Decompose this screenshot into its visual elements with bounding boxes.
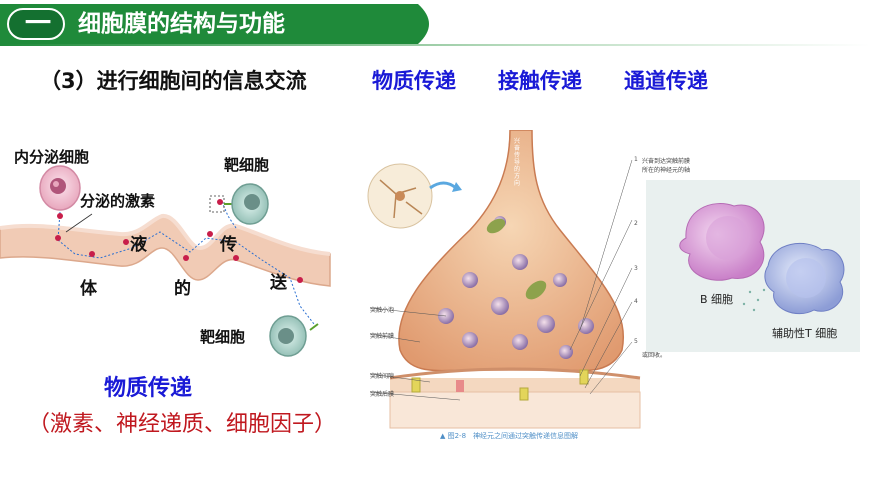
synapse-illustration (367, 130, 641, 429)
flow-char-3: 的 (174, 279, 191, 299)
way-contact: 接触传递 (498, 69, 582, 93)
step-number-1: 1 (634, 156, 638, 163)
neuron-inset (367, 163, 462, 229)
target-cell-top (209, 183, 269, 225)
flow-char-5: 送 (270, 273, 287, 293)
synapse-direction-text: 兴奋传导的方向 (514, 138, 521, 187)
hormone-transport-diagram (0, 165, 331, 357)
step-number-4: 4 (634, 298, 638, 305)
subtitle: （3）进行细胞间的信息交流 (40, 69, 307, 93)
flow-char-2: 液 (130, 235, 147, 255)
banner-divider (0, 44, 870, 46)
step-number-5: 5 (634, 338, 638, 345)
way-channel: 通道传递 (624, 69, 708, 93)
helper-t-cell (764, 242, 845, 315)
label-vesicle: 突触小泡 (370, 307, 395, 314)
step-number-3: 3 (634, 265, 638, 272)
step-number-2: 2 (634, 220, 638, 227)
label-postsynaptic-membrane: 突触后膜 (370, 391, 395, 398)
label-endocrine-cell: 内分泌细胞 (14, 148, 90, 166)
synapse-step1-b: 所在的神经元的轴 (642, 167, 691, 174)
label-secreted-hormone: 分泌的激素 (80, 192, 156, 210)
label-helper-t-cell: 辅助性T 细胞 (772, 327, 838, 340)
label-target-cell-bottom: 靶细胞 (200, 328, 246, 346)
way-substance: 物质传递 (372, 69, 456, 93)
presynaptic-terminal (398, 130, 624, 372)
flow-char-1: 体 (80, 279, 97, 299)
label-presynaptic-membrane: 突触前膜 (370, 333, 395, 340)
flow-char-4: 传 (220, 235, 237, 255)
target-cell-bottom (269, 315, 319, 357)
label-synaptic-cleft: 突触间隙 (370, 373, 395, 380)
section-number: 一 (24, 9, 51, 39)
label-target-cell-top: 靶细胞 (224, 156, 270, 174)
b-cell (679, 203, 765, 281)
section-title: 细胞膜的结构与功能 (78, 11, 285, 37)
section-banner (0, 4, 429, 44)
synapse-caption: ▲ 图2-8 神经元之间通过突触传递信息图解 (440, 432, 579, 440)
endocrine-cell (39, 165, 81, 211)
label-b-cell: B 细胞 (700, 293, 734, 306)
synapse-side-text: 或回收。 (642, 352, 667, 359)
synapse-step1-a: 兴奋到达突触前膜 (642, 158, 691, 165)
bottom-examples: （激素、神经递质、细胞因子） (28, 412, 337, 437)
bottom-title: 物质传递 (104, 376, 193, 401)
immune-cell-panel (646, 180, 860, 352)
